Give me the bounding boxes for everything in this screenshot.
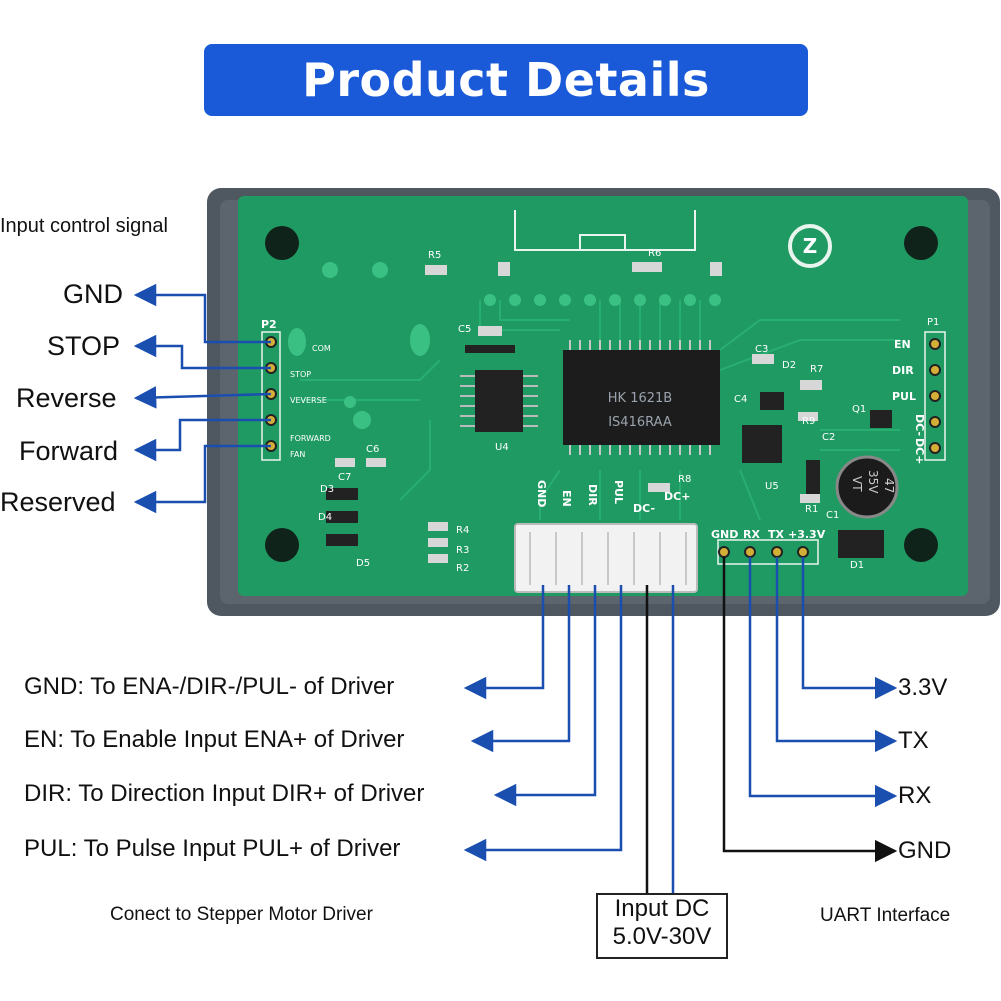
input-dc-line-2: 5.0V-30V <box>612 923 712 950</box>
page-title: Product Details <box>302 53 710 107</box>
ref-d3: D3 <box>320 484 334 495</box>
ref-r4: R4 <box>456 525 469 536</box>
pcb-board: Z <box>238 196 968 596</box>
wire-driver-en <box>470 585 571 753</box>
uart-pin-tx: TX <box>768 528 785 541</box>
ref-c3: C3 <box>755 344 768 355</box>
wire-driver-gnd <box>463 585 545 700</box>
title-banner: Product Details <box>204 44 808 116</box>
p1-pin-dir: DIR <box>892 364 914 377</box>
uart-interface-caption: UART Interface <box>820 905 951 926</box>
ref-r2: R2 <box>456 563 469 574</box>
driver-line-pul: PUL: To Pulse Input PUL+ of Driver <box>24 835 401 862</box>
input-dc-box: Input DC 5.0V-30V <box>596 893 728 959</box>
cap-line-3: VT <box>850 476 864 492</box>
cap-line-2: 35V <box>866 470 880 494</box>
driver-wires <box>463 585 623 862</box>
wire-stop <box>133 334 271 370</box>
conn-pin-dir: DIR <box>586 484 599 506</box>
ref-c4: C4 <box>734 394 747 405</box>
conn-pin-dcminus: DC- <box>633 502 655 515</box>
stepper-driver-caption: Conect to Stepper Motor Driver <box>110 904 373 925</box>
ref-c2: C2 <box>822 432 835 443</box>
ref-q1: Q1 <box>852 404 866 415</box>
conn-pin-en: EN <box>560 490 573 507</box>
wire-forward <box>133 418 271 462</box>
left-pin-reverse: Reverse <box>16 383 117 413</box>
ref-c1: C1 <box>826 510 839 521</box>
uart-label-tx: TX <box>898 727 929 754</box>
left-pin-gnd: GND <box>63 279 123 309</box>
chip-line-1: HK 1621B <box>608 391 672 406</box>
uart-label-gnd: GND <box>898 837 952 864</box>
pcb-silkscreen: P2 COM STOP VEVERSE FORWARD FAN P1 EN DI… <box>261 248 939 574</box>
ref-r6: R6 <box>648 248 661 259</box>
ref-u4: U4 <box>495 442 509 453</box>
wire-uart-tx <box>775 557 898 753</box>
ref-u5: U5 <box>765 481 779 492</box>
p2-label: P2 <box>261 318 277 331</box>
chip-line-2: IS416RAA <box>608 415 672 430</box>
wire-driver-dir <box>493 585 597 807</box>
conn-pin-pul: PUL <box>612 480 625 504</box>
left-pin-forward: Forward <box>19 436 119 466</box>
wire-uart-gnd <box>722 557 898 863</box>
p1-pin-dcplus: DC+ <box>913 438 926 464</box>
input-dc-wires <box>645 585 675 893</box>
driver-line-en: EN: To Enable Input ENA+ of Driver <box>24 726 405 753</box>
ref-r5: R5 <box>428 250 441 261</box>
p2-pin-veverse: VEVERSE <box>290 396 327 405</box>
conn-pin-dcplus: DC+ <box>664 490 690 503</box>
wire-driver-pul <box>463 585 623 862</box>
uart-label-3v3: 3.3V <box>898 674 948 701</box>
uart-pin-rx: RX <box>743 528 760 541</box>
input-dc-line-1: Input DC <box>614 895 710 922</box>
wire-uart-3v3 <box>801 557 898 700</box>
p2-pin-forward: FORWARD <box>290 434 331 443</box>
wire-reverse <box>133 386 272 409</box>
ref-c5: C5 <box>458 324 471 335</box>
left-pin-reserved: Reserved <box>0 487 116 517</box>
ref-r7: R7 <box>810 364 823 375</box>
ref-c6: C6 <box>366 444 379 455</box>
p2-pin-stop: STOP <box>290 370 311 379</box>
p1-label: P1 <box>927 317 939 328</box>
ref-r1: R1 <box>805 504 818 515</box>
ref-c7: C7 <box>338 472 351 483</box>
wire-gnd <box>133 283 271 344</box>
conn-pin-gnd: GND <box>535 480 548 507</box>
p2-pin-com: COM <box>312 344 331 353</box>
uart-wires <box>722 557 898 863</box>
ref-d4: D4 <box>318 512 332 523</box>
ref-r3: R3 <box>456 545 469 556</box>
uart-pin-3v3: +3.3V <box>788 528 826 541</box>
p1-pin-dcminus: DC- <box>913 414 926 436</box>
input-control-signal-label: Input control signal <box>0 215 168 237</box>
input-signal-wires <box>133 283 272 514</box>
ref-d5: D5 <box>356 558 370 569</box>
wire-reserved <box>133 444 271 514</box>
cap-line-1: 47 <box>882 478 896 493</box>
ref-d2: D2 <box>782 360 796 371</box>
p1-pin-en: EN <box>894 338 911 351</box>
driver-line-gnd: GND: To ENA-/DIR-/PUL- of Driver <box>24 673 395 700</box>
wire-uart-rx <box>748 557 898 808</box>
driver-line-dir: DIR: To Direction Input DIR+ of Driver <box>24 780 425 807</box>
left-pin-stop: STOP <box>47 331 121 361</box>
uart-label-rx: RX <box>898 782 932 809</box>
uart-pin-gnd: GND <box>711 528 738 541</box>
p2-pin-fan: FAN <box>290 450 305 459</box>
ref-d1: D1 <box>850 560 864 571</box>
p1-pin-pul: PUL <box>892 390 916 403</box>
svg-text:Z: Z <box>803 234 818 258</box>
ref-r9: R9 <box>802 416 815 427</box>
ref-r8: R8 <box>678 474 691 485</box>
